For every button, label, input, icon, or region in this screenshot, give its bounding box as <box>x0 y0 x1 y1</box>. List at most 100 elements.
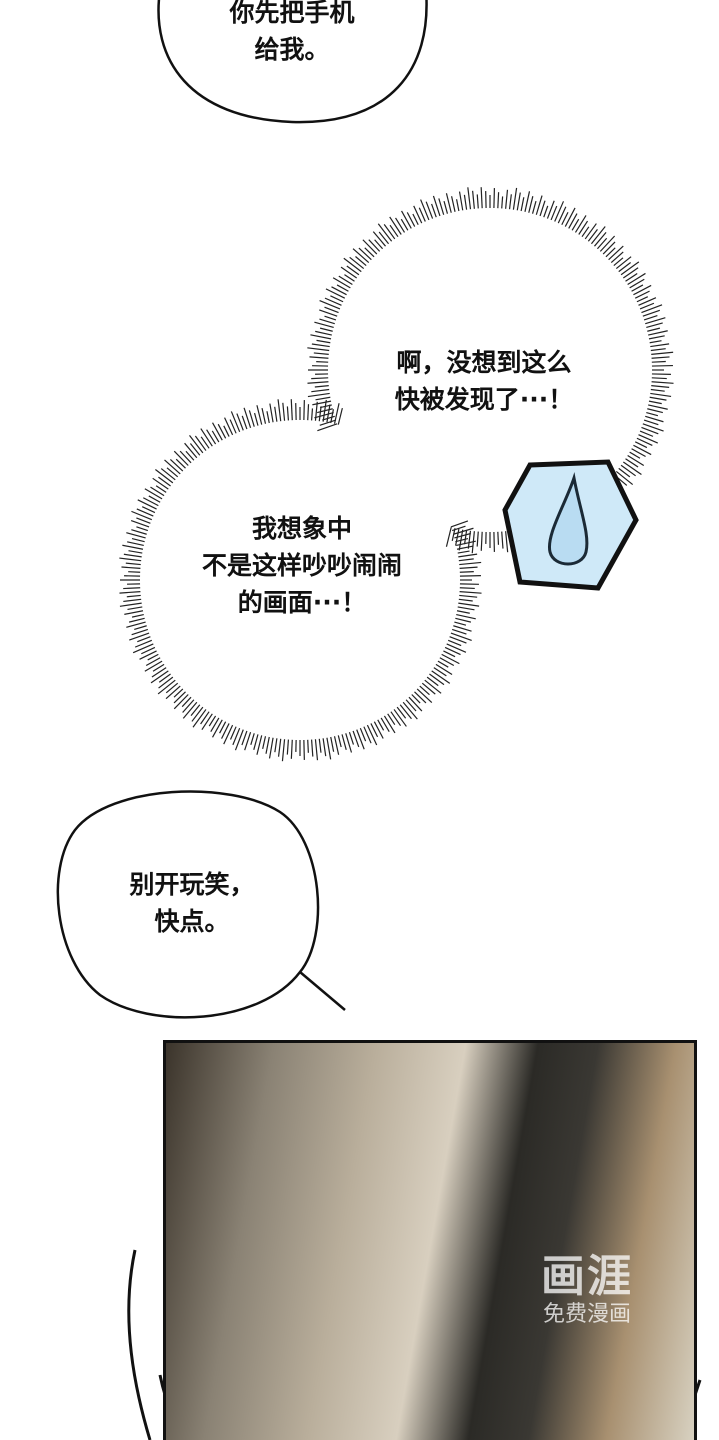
thought-ray <box>459 594 478 598</box>
thought-ray <box>516 192 521 211</box>
thought-ray <box>649 396 667 401</box>
thought-ray <box>119 602 142 607</box>
thought-ray <box>455 538 469 543</box>
thought-ray <box>454 532 471 539</box>
thought-ray <box>261 408 267 424</box>
thought-ray <box>211 422 223 441</box>
thought-ray <box>596 237 608 250</box>
thought-ray <box>147 653 159 661</box>
thought-ray <box>458 553 478 558</box>
thought-ray <box>150 670 169 684</box>
thought-ray <box>250 733 255 745</box>
thought-ray <box>366 724 378 746</box>
thought-ray <box>224 417 234 436</box>
thought-ray <box>456 610 470 614</box>
thought-ray <box>349 256 365 270</box>
thought-ray <box>155 469 174 484</box>
thought-ray <box>340 266 358 279</box>
thought-ray <box>157 679 176 695</box>
thought-ray <box>501 196 504 209</box>
thought-ray <box>625 458 639 468</box>
thought-ray <box>314 385 329 388</box>
thought-ray <box>119 590 141 594</box>
thought-ray <box>458 191 464 211</box>
thought-ray <box>476 194 479 209</box>
thought-ray <box>169 459 184 472</box>
bubble-3-text: 我想象中 不是这样吵吵闹闹 的画面···！ <box>202 510 402 621</box>
thought-ray <box>374 239 384 250</box>
thought-ray <box>128 550 143 554</box>
thought-ray <box>435 663 453 675</box>
thought-ray <box>126 621 146 628</box>
thought-ray <box>333 736 340 755</box>
thought-ray <box>457 606 475 611</box>
thought-ray <box>629 451 641 459</box>
thought-ray <box>217 423 227 439</box>
bubble-line: 不是这样吵吵闹闹 <box>201 551 403 580</box>
thought-ray <box>282 402 286 421</box>
thought-ray <box>406 212 416 227</box>
thought-ray <box>307 381 329 384</box>
thought-ray <box>319 419 337 426</box>
thought-ray <box>164 459 181 475</box>
thought-ray <box>378 231 390 245</box>
thought-ray <box>395 217 406 233</box>
thought-ray <box>229 726 237 740</box>
thought-ray <box>377 223 393 242</box>
thought-ray <box>459 575 481 577</box>
thought-ray <box>223 425 230 437</box>
thought-ray <box>459 561 482 566</box>
sweat-drop-icon <box>547 472 589 566</box>
thought-ray <box>185 450 195 461</box>
thought-ray <box>602 241 616 255</box>
thought-ray <box>256 735 263 755</box>
thought-ray <box>456 613 476 620</box>
bubble-line: 的画面···！ <box>237 588 367 617</box>
thought-ray <box>182 699 195 713</box>
thought-ray <box>472 190 475 209</box>
thought-ray <box>363 726 372 744</box>
thought-ray <box>314 321 334 329</box>
thought-ray <box>554 201 565 222</box>
thought-ray <box>127 541 144 547</box>
thought-ray <box>364 247 375 258</box>
thought-ray <box>286 739 290 755</box>
thought-ray <box>130 520 150 528</box>
thought-ray <box>277 738 282 757</box>
thought-ray <box>352 730 360 748</box>
thought-ray <box>137 499 157 510</box>
thought-ray <box>459 570 474 573</box>
thought-ray <box>557 206 567 224</box>
thought-ray <box>449 636 467 644</box>
thought-ray <box>401 210 412 229</box>
thought-ray <box>189 435 204 454</box>
thought-ray <box>281 739 286 762</box>
thought-ray <box>184 442 198 459</box>
thought-ray <box>256 405 263 425</box>
thought-ray <box>155 485 167 493</box>
thought-ray <box>145 657 161 667</box>
thought-ray <box>399 704 412 720</box>
thought-ray <box>564 207 576 227</box>
bubble-1-text: 你先把手机 给我。 <box>229 0 354 68</box>
thought-ray <box>625 273 638 282</box>
thought-ray <box>232 727 241 746</box>
thought-ray <box>431 203 437 218</box>
thought-ray <box>445 193 452 213</box>
thought-ray <box>128 571 141 573</box>
thought-ray <box>451 525 466 532</box>
thought-ray <box>182 701 198 719</box>
thought-ray <box>173 691 186 704</box>
thought-ray <box>131 529 147 535</box>
thought-ray <box>132 643 154 654</box>
thought-ray <box>618 262 632 273</box>
thought-ray <box>454 621 467 626</box>
thought-ray <box>439 657 455 667</box>
thought-ray <box>136 526 149 532</box>
comic-panel-illustration: 画涯 免费漫画 <box>163 1040 697 1440</box>
thought-ray <box>501 531 504 549</box>
thought-ray <box>631 448 646 458</box>
thought-ray <box>574 215 587 233</box>
thought-ray <box>620 464 636 477</box>
thought-ray <box>424 679 442 694</box>
